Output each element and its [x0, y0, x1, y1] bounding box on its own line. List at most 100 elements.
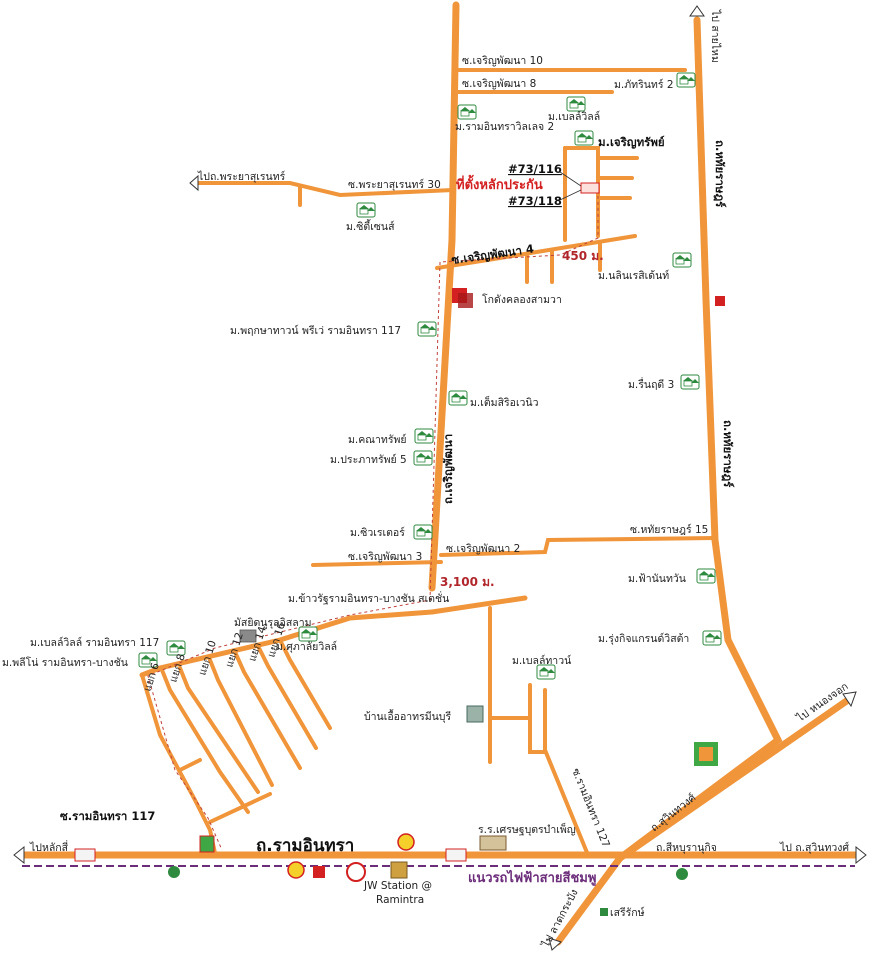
- warehouse-marker-shadow: [458, 293, 473, 308]
- charoen-phatthana-3-road: [311, 560, 443, 567]
- arrow-lak-si: [13, 845, 25, 865]
- label-mosque: มัสยิดนูรุลอิสลาม: [234, 617, 312, 629]
- label-ramintra-road: ถ.รามอินทรา: [256, 836, 354, 856]
- label-warehouse: โกดังคลองสามวา: [482, 293, 562, 306]
- mosque-marker: [239, 629, 257, 643]
- road-network: [18, 1, 859, 946]
- house-icon: [702, 630, 722, 646]
- shell-marker-1: [397, 833, 415, 851]
- house-icon: [574, 130, 594, 146]
- charoen-phatthana-4-road: [435, 234, 637, 270]
- distance-line-3100: [147, 261, 441, 851]
- gas-station-marker: [313, 866, 325, 878]
- school-marker: [479, 835, 507, 851]
- label-serirak: เสรีรักษ์: [610, 906, 645, 919]
- label-soi-ramintra-117: ซ.รามอินทรา 117: [60, 809, 155, 823]
- house-icon: [413, 524, 433, 540]
- house-icon: [298, 626, 318, 642]
- government-housing-marker: [466, 705, 484, 723]
- label-phatharin-2: ม.ภัทรินทร์ 2: [614, 78, 674, 91]
- label-saeng-suwan: ม.ศุภาลัยวิลล์: [276, 640, 337, 653]
- house-icon: [676, 72, 696, 88]
- label-khao-ramintra: ม.ข้าวรัฐรามอินทรา-บางชัน สเตชั่น: [288, 591, 449, 605]
- branch-8: [178, 666, 260, 794]
- label-rungkit-grand-vista: ม.รุ่งกิจแกรนด์วิสต้า: [598, 632, 689, 645]
- plot-pointer-a: [559, 171, 582, 187]
- label-belle-ville: ม.เบลล์วิลล์: [548, 110, 600, 123]
- label-tem-sirin-ville: ม.เต็มสิริอเวนิว: [470, 395, 539, 409]
- arrow-nong-chok: [842, 691, 857, 708]
- bts-marker-2: [445, 848, 467, 862]
- label-fah-nanthawan: ม.ฟ้านันทวัน: [628, 573, 686, 585]
- branch-14: [256, 644, 318, 750]
- green-sign-2: [676, 868, 688, 880]
- hathairat-road: [616, 16, 783, 862]
- label-city-sense: ม.ซิตี้เซนส์: [346, 219, 395, 233]
- label-charoen-phatthana-8: ซ.เจริญพัฒนา 8: [462, 78, 536, 90]
- arrow-suwinthawong: [855, 845, 867, 865]
- label-city-water: ม.ซิวเรเตอร์: [350, 526, 405, 539]
- collateral-soi-branch-1: [563, 146, 600, 238]
- arrow-phraya-suren: [189, 174, 199, 192]
- house-icon: [566, 96, 586, 112]
- label-hathairat-road-upper: ถ.หทัยราษฎร์: [713, 140, 727, 208]
- label-distance-3100: 3,100 ม.: [440, 575, 495, 589]
- label-to-lak-si: ไปหลักสี่: [29, 840, 69, 854]
- arrow-sai-mai: [689, 5, 705, 17]
- label-hathairat-road-lower: ถ.หทัยราษฎร์: [721, 420, 735, 488]
- label-government-housing: บ้านเอื้ออาทรมีนบุรี: [364, 709, 451, 723]
- label-charoen-phatthana-3: ซ.เจริญพัฒนา 3: [348, 551, 422, 563]
- seven-eleven-inner: [699, 747, 713, 761]
- landmarks: [74, 288, 725, 916]
- house-icon: [457, 104, 477, 120]
- label-kanatha-sap: ม.คณาทรัพย์: [348, 433, 407, 446]
- label-plot-a: #73/116: [508, 162, 562, 176]
- label-pink-line: แนวรถไฟฟ้าสายสีชมพู: [468, 869, 596, 886]
- label-charoen-phatthana-10: ซ.เจริญพัฒนา 10: [462, 55, 543, 67]
- house-icon: [413, 450, 433, 466]
- mitsubishi-marker: [715, 296, 725, 306]
- shell-marker-2: [287, 861, 305, 879]
- jw-station-marker: [390, 861, 408, 879]
- label-jw-station-2: Ramintra: [376, 894, 424, 906]
- label-jw-station-1: JW Station @: [363, 880, 432, 892]
- label-charoen-sap: ม.เจริญทรัพย์: [598, 135, 665, 149]
- ramintra-127-road: [543, 748, 590, 857]
- house-icon: [680, 374, 700, 390]
- label-plaeno-ramintra: ม.พลีโน่ รามอินทรา-บางชัน: [2, 656, 128, 669]
- map-labels: ซ.เจริญพัฒนา 10 ซ.เจริญพัฒนา 8 ซ.พระยาสุ…: [2, 9, 851, 950]
- plot-pointer-b: [559, 189, 582, 201]
- house-icon: [672, 252, 692, 268]
- label-to-suwinthawong: ไป ถ.สุวินทวงศ์: [779, 841, 849, 854]
- label-prapha-sap-5: ม.ประภาทรัพย์ 5: [330, 453, 407, 466]
- label-school: ร.ร.เศรษฐบุตรบำเพ็ญ: [478, 822, 576, 836]
- khao-ramintra-road: [429, 595, 528, 615]
- collateral-plot-box: [580, 182, 600, 194]
- southwest-cross-2: [178, 758, 202, 772]
- bts-marker-1: [74, 848, 96, 862]
- house-icon: [536, 664, 556, 680]
- house-icon: [414, 428, 434, 444]
- label-belle-ville-ramintra: ม.เบลล์วิลล์ รามอินทรา 117: [30, 636, 159, 649]
- toyota-marker: [346, 862, 366, 882]
- distance-markers: [147, 190, 599, 851]
- serirak-marker: [600, 908, 608, 916]
- branch-6: [160, 668, 250, 814]
- house-icon: [448, 390, 468, 406]
- label-to-phraya-suren: ไปถ.พระยาสุเรนทร์: [197, 170, 286, 183]
- house-icon: [696, 568, 716, 584]
- label-nalin-residence: ม.นลินเรสิเด้นท์: [598, 269, 669, 282]
- house-icon: [356, 202, 376, 218]
- label-pruksa-town: ม.พฤกษาทาวน์ พรีเว่ รามอินทรา 117: [230, 324, 401, 337]
- suwinthawong-road: [616, 696, 852, 862]
- label-collateral-site: ที่ตั้งหลักประกัน: [456, 174, 543, 193]
- hathairat-15-road: [439, 536, 717, 557]
- green-sign-1: [168, 866, 180, 878]
- charoen-phatthana-road: [428, 1, 460, 592]
- direction-arrows: [13, 5, 867, 951]
- label-sihaburanukit: ถ.สีหบุรานุกิจ: [656, 841, 717, 854]
- house-icon: [417, 321, 437, 337]
- branch-16: [278, 638, 332, 730]
- seven-eleven-ramintra: [199, 835, 215, 853]
